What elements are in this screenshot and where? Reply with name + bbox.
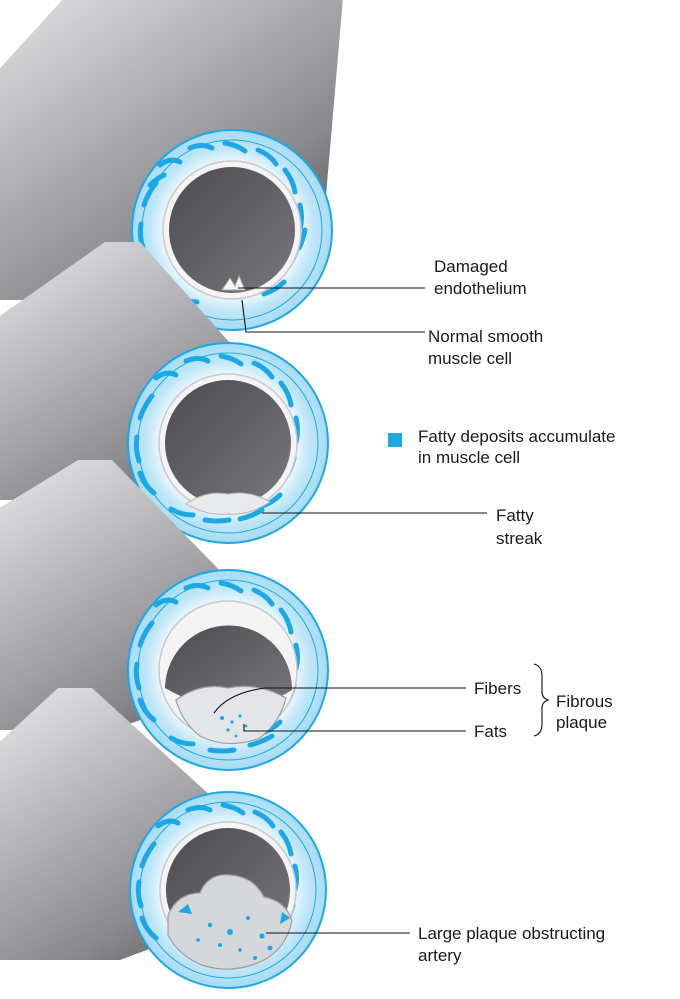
labels: Damaged endothelium Normal smooth muscle… (388, 257, 620, 965)
legend-swatch (388, 433, 402, 447)
artery-lumen (169, 167, 295, 293)
fibrous-plaque-bracket (534, 664, 548, 736)
label-fats: Fats (474, 722, 507, 741)
artery-lumen (165, 380, 291, 506)
label-fibrous-plaque: Fibrous plaque (556, 692, 617, 732)
label-large-plaque: Large plaque obstructing artery (418, 924, 610, 965)
label-normal-smooth-muscle: Normal smooth muscle cell (428, 327, 548, 368)
legend-fatty-deposits: Fatty deposits accumulate in muscle cell (418, 427, 620, 467)
label-damaged-endothelium: Damaged endothelium (434, 257, 527, 298)
label-fibers: Fibers (474, 679, 521, 698)
label-fatty-streak: Fatty streak (496, 506, 543, 548)
